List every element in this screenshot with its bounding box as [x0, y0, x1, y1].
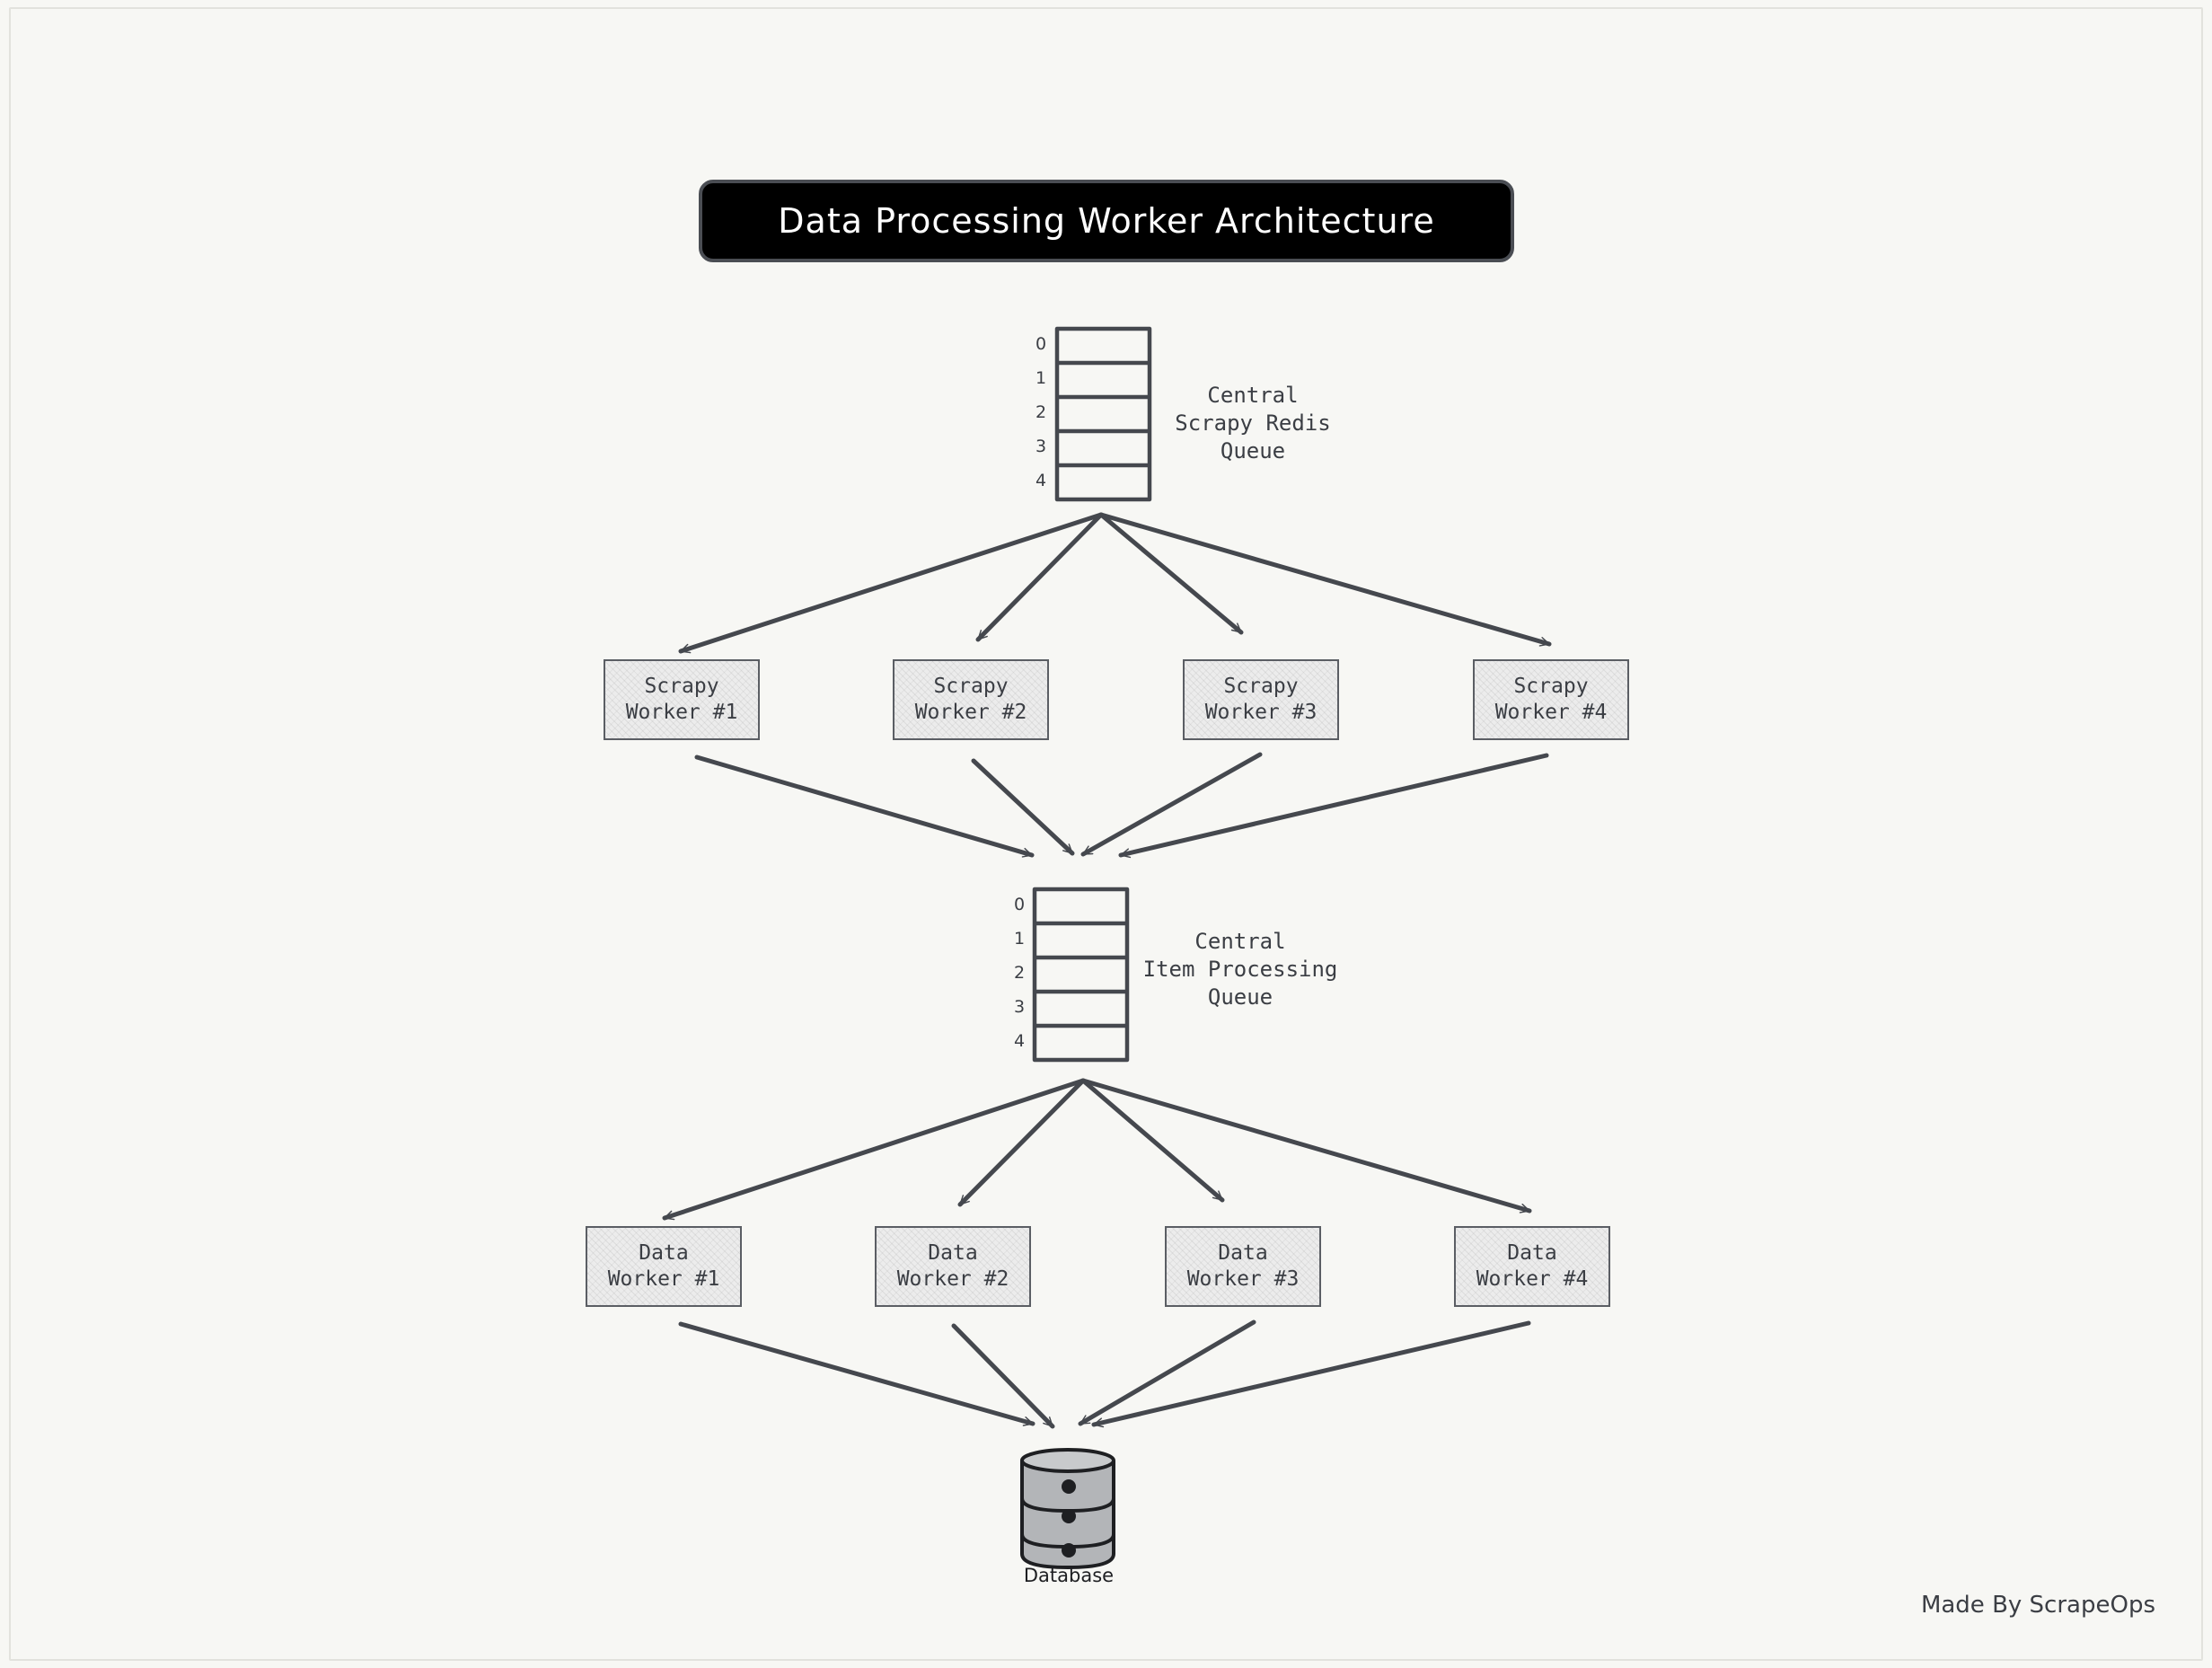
scrapy-worker-1[interactable]: Scrapy Worker #1: [604, 659, 760, 740]
scrapy-worker-2[interactable]: Scrapy Worker #2: [893, 659, 1049, 740]
database-icon: [1020, 1448, 1115, 1570]
data-worker-1[interactable]: Data Worker #1: [586, 1226, 742, 1307]
queue-slot-label: 3: [1035, 437, 1047, 456]
queue-slot-label: 0: [1014, 895, 1026, 914]
item-queue-caption: Central Item Processing Queue: [1142, 929, 1338, 1010]
queue-to-scrapy-arrows: [678, 512, 1552, 654]
canvas-frame: [9, 7, 2203, 1661]
arrow: [1078, 1319, 1256, 1426]
database-label: Database: [1023, 1565, 1115, 1586]
queue-slot-label: 1: [1014, 929, 1026, 949]
data-worker-4[interactable]: Data Worker #4: [1454, 1226, 1610, 1307]
arrow: [662, 1078, 1086, 1221]
diagram-title: Data Processing Worker Architecture: [699, 180, 1514, 262]
data-to-database-arrows: [678, 1319, 1531, 1429]
arrow: [951, 1323, 1055, 1429]
scrapy-worker-3[interactable]: Scrapy Worker #3: [1183, 659, 1339, 740]
queue-slot-label: 2: [1035, 402, 1047, 422]
arrow: [1098, 512, 1244, 635]
scrapy-worker-4[interactable]: Scrapy Worker #4: [1473, 659, 1629, 740]
arrow: [957, 1078, 1086, 1207]
item-queue: [1032, 887, 1130, 1063]
arrow: [1080, 1078, 1532, 1213]
made-by-footer: Made By ScrapeOps: [1920, 1592, 2155, 1619]
data-worker-2[interactable]: Data Worker #2: [875, 1226, 1031, 1307]
redis-queue: [1054, 326, 1152, 502]
arrow: [694, 755, 1035, 858]
arrow: [971, 758, 1075, 856]
queue-to-data-arrows: [662, 1078, 1532, 1221]
queue-slot-label: 3: [1014, 997, 1026, 1017]
arrow: [678, 1321, 1035, 1426]
queue-slot-label: 0: [1035, 334, 1047, 354]
arrow: [678, 512, 1104, 654]
queue-slot-label: 1: [1035, 368, 1047, 388]
scrapy-to-queue-arrows: [694, 752, 1549, 859]
redis-queue-caption: Central Scrapy Redis Queue: [1175, 383, 1331, 463]
arrow: [975, 512, 1104, 642]
arrow: [1118, 753, 1549, 859]
queue-slot-label: 4: [1035, 471, 1047, 490]
arrow: [1091, 1320, 1531, 1428]
arrow: [1080, 1078, 1225, 1203]
arrow: [1080, 752, 1263, 857]
queue-slot-label: 2: [1014, 963, 1026, 983]
queue-slot-label: 4: [1014, 1031, 1026, 1051]
arrow: [1098, 512, 1552, 647]
data-worker-3[interactable]: Data Worker #3: [1165, 1226, 1321, 1307]
